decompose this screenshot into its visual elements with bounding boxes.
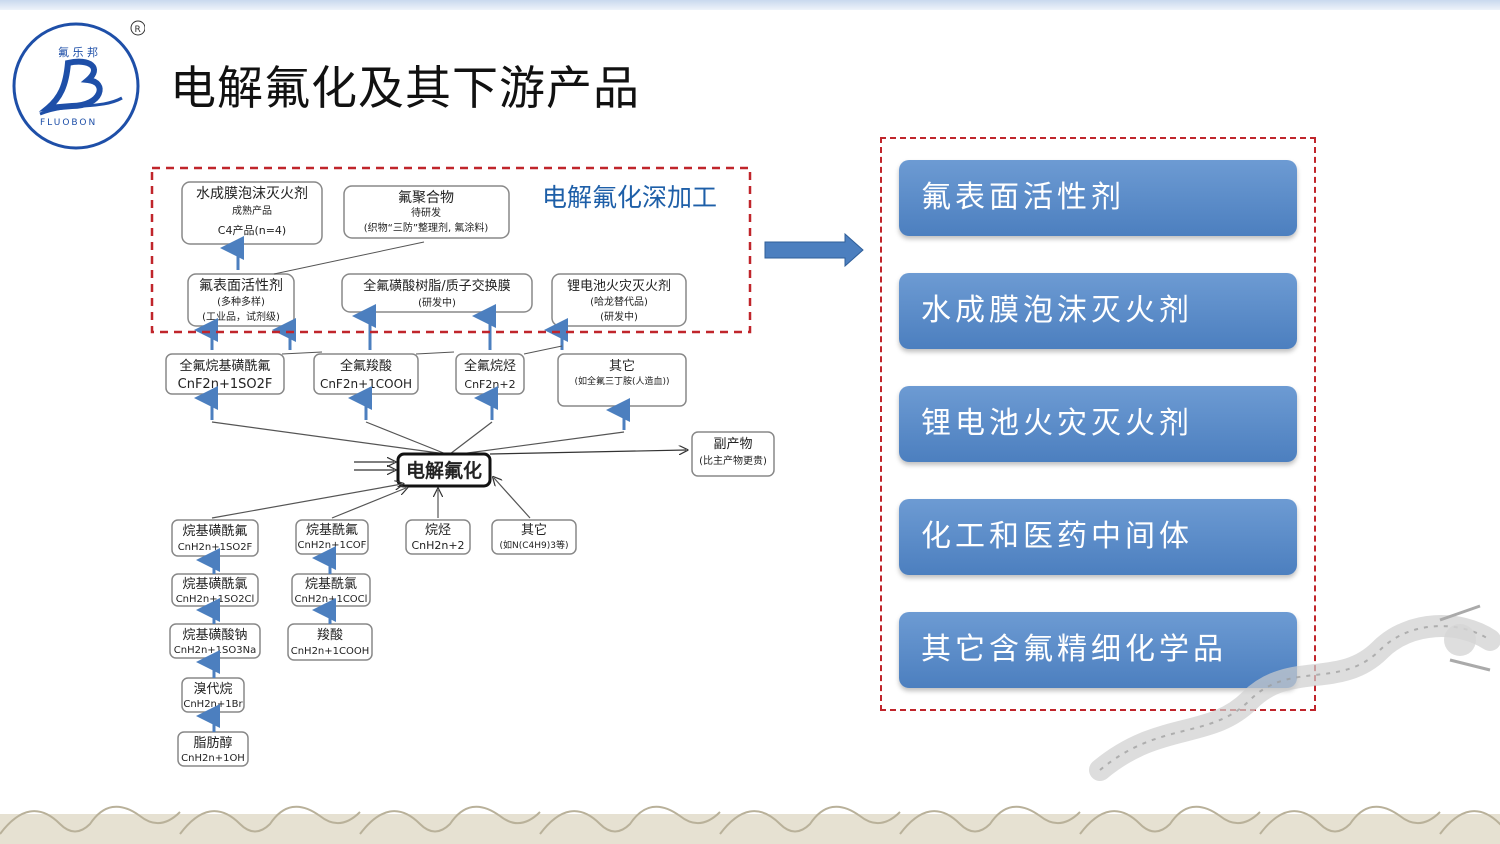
node-note: (哈龙替代品) bbox=[590, 295, 648, 308]
node-formula: CnH2n+1SO2F bbox=[178, 542, 253, 553]
diagram-line bbox=[331, 488, 406, 519]
node-bromoalkane: 溴代烷 CnH2n+1Br bbox=[181, 677, 245, 713]
product-fluoro-surfactant[interactable]: 氟表面活性剂 bbox=[899, 160, 1297, 236]
node-formula: CnF2n+2 bbox=[464, 378, 515, 391]
node-perfluoro-sulfonyl-fluoride: 全氟烷基磺酰氟 CnF2n+1SO2F bbox=[165, 353, 285, 395]
node-alkyl-sulfonyl-fluoride: 烷基磺酰氟 CnH2n+1SO2F bbox=[171, 519, 259, 557]
node-label: 烷烃 bbox=[425, 523, 451, 538]
node-sodium-alkyl-sulfonate: 烷基磺酸钠 CnH2n+1SO3Na bbox=[169, 623, 261, 659]
node-sulfonic-resin: 全氟磺酸树脂/质子交换膜 (研发中) bbox=[341, 273, 533, 313]
node-formula: CnF2n+1COOH bbox=[320, 377, 412, 391]
node-feedstock-other: 其它 (如N(C4H9)3等) bbox=[491, 519, 577, 555]
node-label: 其它 bbox=[521, 522, 547, 538]
product-other-fine-chemicals[interactable]: 其它含氟精细化学品 bbox=[899, 612, 1297, 688]
node-label: 烷基磺酰氯 bbox=[182, 577, 247, 592]
fluobon-logo-icon: 氟 乐 邦 FLUOBON R bbox=[12, 20, 145, 150]
diagram-arrow bbox=[489, 450, 686, 454]
node-formula: CnH2n+1OH bbox=[181, 753, 245, 764]
node-electrolytic-fluorination: 电解氟化 bbox=[396, 452, 492, 488]
diagram-line bbox=[415, 351, 455, 355]
node-formula: (如全氟三丁胺(人造血)) bbox=[574, 375, 669, 387]
node-note: (工业品，试剂级) bbox=[202, 310, 280, 323]
node-label: 烷基酰氯 bbox=[305, 577, 357, 592]
diagram-line bbox=[494, 478, 531, 519]
node-label: 羧酸 bbox=[317, 627, 343, 643]
node-formula: CnH2n+2 bbox=[411, 539, 464, 552]
node-carboxylic-acid: 羧酸 CnH2n+1COOH bbox=[287, 623, 373, 661]
right-arrow-icon bbox=[764, 232, 864, 268]
page-title: 电解氟化及其下游产品 bbox=[170, 61, 640, 115]
node-label: 溴代烷 bbox=[193, 682, 232, 697]
node-label: 氟表面活性剂 bbox=[199, 278, 283, 294]
node-surfactant: 氟表面活性剂 (多种多样) (工业品，试剂级) bbox=[187, 273, 295, 327]
node-label: 烷基磺酰氟 bbox=[182, 524, 247, 539]
node-note: (比主产物更贵) bbox=[699, 454, 767, 467]
node-perfluoro-other: 其它 (如全氟三丁胺(人造血)) bbox=[557, 353, 687, 407]
diagram-line bbox=[211, 484, 402, 519]
dragon-decoration-icon bbox=[1089, 604, 1500, 781]
deep-processing-label: 电解氟化深加工 bbox=[542, 183, 718, 212]
node-alkyl-sulfonyl-chloride: 烷基磺酰氯 CnH2n+1SO2Cl bbox=[171, 573, 259, 607]
product-chemical-pharma-intermediates[interactable]: 化工和医药中间体 bbox=[899, 499, 1297, 575]
node-label: 水成膜泡沫灭火剂 bbox=[196, 186, 308, 202]
node-note: 成熟产品 bbox=[232, 204, 272, 217]
node-label: 全氟烷烃 bbox=[464, 358, 516, 374]
node-note: (织物“三防”整理剂, 氟涂料) bbox=[364, 221, 489, 234]
node-fatty-alcohol: 脂肪醇 CnH2n+1OH bbox=[177, 731, 249, 767]
node-label: 电解氟化 bbox=[406, 459, 482, 482]
node-fluoropolymer: 氟聚合物 待研发 (织物“三防”整理剂, 氟涂料) bbox=[343, 185, 510, 239]
node-label: 烷基酰氟 bbox=[306, 523, 358, 538]
logo-top-text: 氟 乐 邦 bbox=[58, 46, 98, 59]
node-perfluoro-alkane: 全氟烷烃 CnF2n+2 bbox=[455, 353, 525, 395]
node-label: 全氟磺酸树脂/质子交换膜 bbox=[363, 278, 510, 294]
deep-processing-frame bbox=[150, 166, 752, 334]
top-band bbox=[0, 0, 1500, 10]
diagram-line bbox=[211, 421, 447, 455]
node-perfluoro-carboxylic-acid: 全氟羧酸 CnF2n+1COOH bbox=[313, 353, 419, 395]
node-label: 烷基磺酸钠 bbox=[182, 628, 247, 643]
node-formula: CnF2n+1SO2F bbox=[178, 377, 273, 392]
registered-mark: R bbox=[135, 25, 141, 35]
diagram-line bbox=[459, 431, 625, 455]
node-note: 待研发 bbox=[411, 206, 441, 219]
node-formula: CnH2n+1COF bbox=[298, 540, 367, 551]
diagram-svg: 水成膜泡沫灭火剂 成熟产品 C4产品(n=4) 氟聚合物 待研发 (织物“三防”… bbox=[165, 181, 775, 767]
node-label: 副产物 bbox=[713, 437, 752, 452]
diagram-line bbox=[273, 241, 425, 275]
node-formula: CnH2n+1Br bbox=[183, 699, 243, 710]
logo-bottom-text: FLUOBON bbox=[40, 118, 97, 128]
node-lithium-extinguisher: 锂电池火灾灭火剂 (哈龙替代品) (研发中) bbox=[551, 273, 687, 327]
node-note: (研发中) bbox=[600, 310, 638, 323]
node-alkyl-acyl-chloride: 烷基酰氯 CnH2n+1COCl bbox=[291, 573, 371, 607]
node-formula: CnH2n+1SO2Cl bbox=[176, 594, 255, 605]
diagram-line bbox=[449, 421, 493, 455]
node-label: 氟聚合物 bbox=[398, 190, 454, 206]
node-foam-extinguisher: 水成膜泡沫灭火剂 成熟产品 C4产品(n=4) bbox=[181, 181, 323, 245]
node-alkyl-acyl-fluoride: 烷基酰氟 CnH2n+1COF bbox=[295, 519, 369, 555]
diagram-line bbox=[523, 345, 563, 355]
process-diagram: 水成膜泡沫灭火剂 成熟产品 C4产品(n=4) 氟聚合物 待研发 (织物“三防”… bbox=[154, 178, 790, 774]
node-label: 其它 bbox=[609, 358, 635, 374]
diagram-line bbox=[281, 351, 323, 355]
node-formula: CnH2n+1SO3Na bbox=[174, 645, 256, 656]
node-byproduct: 副产物 (比主产物更贵) bbox=[691, 431, 775, 477]
products-frame bbox=[880, 137, 1316, 711]
node-alkane: 烷烃 CnH2n+2 bbox=[405, 519, 471, 555]
diagram-line bbox=[365, 421, 447, 455]
node-note: (多种多样) bbox=[217, 295, 265, 308]
node-label: 全氟烷基磺酰氟 bbox=[179, 358, 270, 374]
node-label: 锂电池火灾灭火剂 bbox=[567, 278, 671, 294]
wave-border-decoration bbox=[0, 805, 1500, 844]
product-foam-extinguisher[interactable]: 水成膜泡沫灭火剂 bbox=[899, 273, 1297, 349]
node-note: C4产品(n=4) bbox=[218, 223, 286, 237]
product-lithium-fire-extinguisher[interactable]: 锂电池火灾灭火剂 bbox=[899, 386, 1297, 462]
node-label: 全氟羧酸 bbox=[340, 358, 392, 374]
node-formula: CnH2n+1COCl bbox=[295, 594, 368, 605]
node-note: (研发中) bbox=[418, 296, 456, 309]
node-formula: (如N(C4H9)3等) bbox=[499, 539, 568, 551]
node-label: 脂肪醇 bbox=[193, 735, 232, 751]
node-formula: CnH2n+1COOH bbox=[291, 646, 370, 657]
